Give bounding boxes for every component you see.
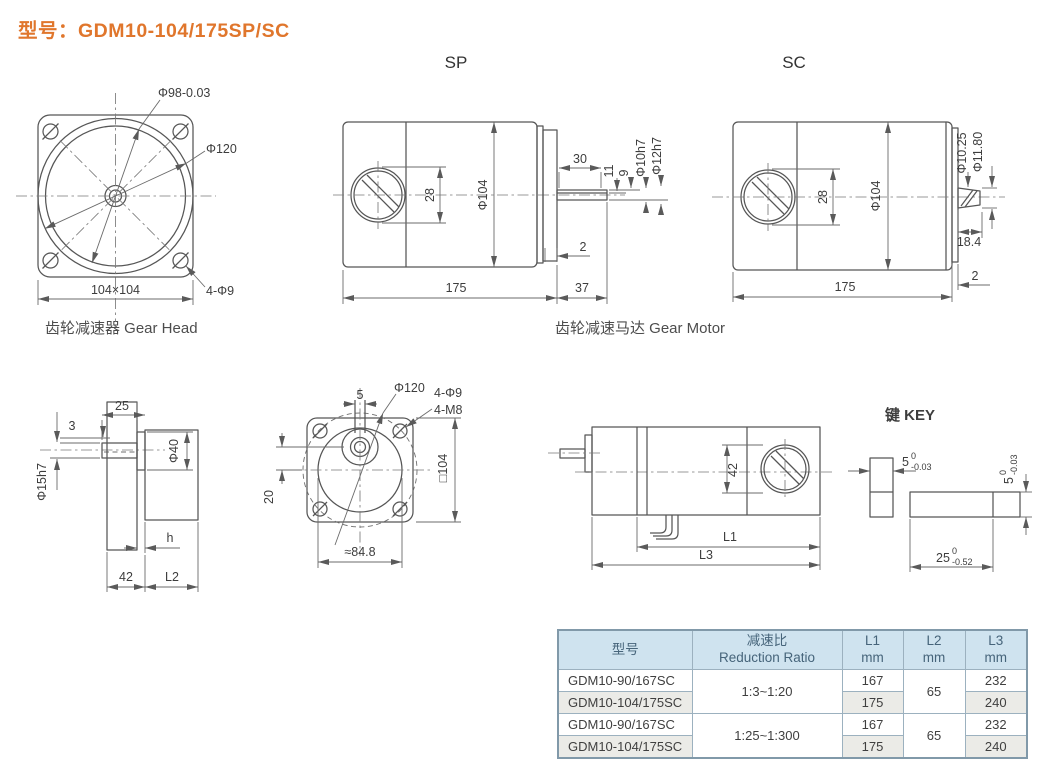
sc-side-view: 28 Φ104 Φ10.25 Φ11.80 18.4 175 2: [712, 121, 1005, 302]
cell-model: GDM10-104/175SC: [557, 691, 693, 714]
table-row: GDM10-90/167SC 1:25~1:300 167 65 232: [557, 713, 1028, 759]
spec-table: 型号 减速比 Reduction Ratio L1 mm L2 mm L3 mm: [557, 629, 1028, 759]
dim-sp-2: 2: [580, 240, 587, 254]
dim-sp-11: 11: [602, 164, 616, 177]
cell-l1: 175: [841, 735, 904, 759]
dim-key-width: 5: [902, 455, 909, 469]
dim-key-height-group: 5 0 -0.03: [998, 454, 1019, 483]
cell-model: GDM10-90/167SC: [557, 669, 693, 692]
gear-motor-side-view: 42 L1 L3: [548, 426, 835, 570]
col-header-l1-unit: mm: [861, 650, 884, 665]
dim-key-width-tol-upper: 0: [911, 451, 916, 461]
cell-l3: 240: [964, 691, 1028, 714]
dim-front-key-5: 5: [357, 388, 364, 402]
dim-head-42: 42: [119, 570, 133, 584]
dim-front-square-104: □104: [436, 454, 450, 482]
gear-head-side-view: 25 3 Φ15h7 Φ40 h: [35, 399, 199, 592]
dim-key-length-tol-upper: 0: [952, 546, 957, 556]
sc-view-title: SC: [782, 53, 806, 72]
cell-l3: 240: [964, 735, 1028, 759]
dim-square-size: 104×104: [91, 283, 140, 297]
cell-l2: 65: [902, 669, 966, 714]
dim-sc-vent-28: 28: [816, 190, 830, 204]
key-section-label: 键 KEY: [884, 406, 935, 424]
dim-motor-l3: L3: [699, 548, 713, 562]
dim-key-width-tol-lower: -0.03: [911, 462, 932, 472]
cell-l3: 232: [964, 669, 1028, 692]
sp-side-view: 28 Φ104 30 11 9 Φ10h7 Φ12h7: [333, 121, 668, 304]
col-header-ratio: 减速比 Reduction Ratio: [691, 629, 843, 670]
cell-l1: 175: [841, 691, 904, 714]
dim-key-height-tol-lower: -0.03: [1009, 454, 1019, 475]
cell-ratio: 1:25~1:300: [691, 713, 843, 759]
cell-l3: 232: [964, 713, 1028, 736]
dim-spigot-diameter: Φ98-0.03: [158, 86, 210, 100]
table-row: GDM10-104/175SC 175 240: [557, 735, 1028, 759]
cell-l2: 65: [902, 713, 966, 759]
cell-model: GDM10-90/167SC: [557, 713, 693, 736]
cell-l1: 167: [841, 669, 904, 692]
dim-key-height-tol-upper: 0: [998, 470, 1008, 475]
col-header-ratio-cn: 减速比: [746, 633, 788, 649]
dim-motor-vent-42: 42: [726, 463, 740, 477]
dim-front-circle-120: Φ120: [394, 381, 425, 395]
dim-head-l2: L2: [165, 570, 179, 584]
dim-key-length: 25: [936, 551, 950, 565]
dim-sc-shaft-1180: Φ11.80: [971, 132, 985, 172]
dim-key-height: 5: [1002, 477, 1016, 484]
cell-model: GDM10-104/175SC: [557, 735, 693, 759]
page-title: 型号：GDM10-104/175SP/SC: [18, 20, 290, 42]
dim-sc-shaft-1025: Φ10.25: [955, 132, 969, 173]
dim-head-boss-40: Φ40: [167, 439, 181, 463]
dim-front-holes: 4-Φ9: [434, 386, 462, 400]
dim-head-shaft-25: 25: [115, 399, 129, 413]
col-header-l3: L3 mm: [964, 629, 1028, 670]
dim-sp-body-dia: Φ104: [476, 180, 490, 211]
dim-sp-shaft-10h7: Φ10h7: [634, 139, 648, 177]
dim-sp-shaft-30: 30: [573, 152, 587, 166]
dim-sc-body-dia: Φ104: [869, 181, 883, 212]
sp-view-title: SP: [445, 53, 468, 72]
dim-sp-length-175: 175: [446, 281, 467, 295]
col-header-model: 型号: [557, 629, 693, 670]
key-view: 5 0 -0.03 5 0 -0.03 25 0 -0.52: [848, 451, 1032, 572]
table-row: GDM10-90/167SC 1:3~1:20 167 65 232: [557, 669, 1028, 714]
drawings-canvas: SP SC 齿轮减速器 Gear Head 齿轮减速马达 Gear Motor …: [16, 53, 1032, 592]
col-header-l1: L1 mm: [841, 629, 904, 670]
dim-bolt-circle: Φ120: [206, 142, 237, 156]
flange-front-view: Φ98-0.03 Φ120 4-Φ9 104×104: [16, 86, 237, 322]
col-header-l3-label: L3: [988, 633, 1004, 649]
dim-motor-l1: L1: [723, 530, 737, 544]
col-header-l3-unit: mm: [984, 650, 1008, 665]
col-header-l1-label: L1: [864, 633, 881, 649]
col-header-l2-label: L2: [926, 633, 942, 649]
dim-sp-shaft-12h7: Φ12h7: [650, 137, 664, 175]
dim-head-shaft-15h7: Φ15h7: [35, 463, 49, 501]
dim-sp-shaft-37: 37: [575, 281, 589, 295]
col-header-l2: L2 mm: [902, 629, 966, 670]
dim-key-length-tol-lower: -0.52: [952, 557, 973, 567]
gear-head-section-label: 齿轮减速器 Gear Head: [45, 320, 198, 337]
dim-sc-length-175: 175: [835, 280, 856, 294]
col-header-ratio-en: Reduction Ratio: [718, 650, 816, 665]
table-row: GDM10-104/175SC 175 240: [557, 691, 1028, 714]
dim-front-848: ≈84.8: [344, 545, 375, 559]
cell-l1: 167: [841, 713, 904, 736]
dim-sc-184: 18.4: [957, 235, 981, 249]
dim-head-3: 3: [69, 419, 76, 433]
dim-sp-vent-28: 28: [423, 188, 437, 202]
dim-head-h: h: [167, 531, 174, 545]
cell-ratio: 1:3~1:20: [691, 669, 843, 714]
gear-motor-section-label: 齿轮减速马达 Gear Motor: [555, 320, 725, 337]
gear-head-front-view: 5 Φ120 4-Φ9 4-M8 20 □104 ≈84.8: [262, 381, 463, 568]
dim-front-taps: 4-M8: [434, 403, 463, 417]
dim-mounting-holes: 4-Φ9: [206, 284, 234, 298]
spec-table-header-row: 型号 减速比 Reduction Ratio L1 mm L2 mm L3 mm: [557, 629, 1028, 670]
dim-sc-2: 2: [972, 269, 979, 283]
dim-sp-9: 9: [617, 169, 631, 176]
col-header-l2-unit: mm: [922, 650, 946, 665]
dim-front-offset-20: 20: [262, 490, 276, 504]
